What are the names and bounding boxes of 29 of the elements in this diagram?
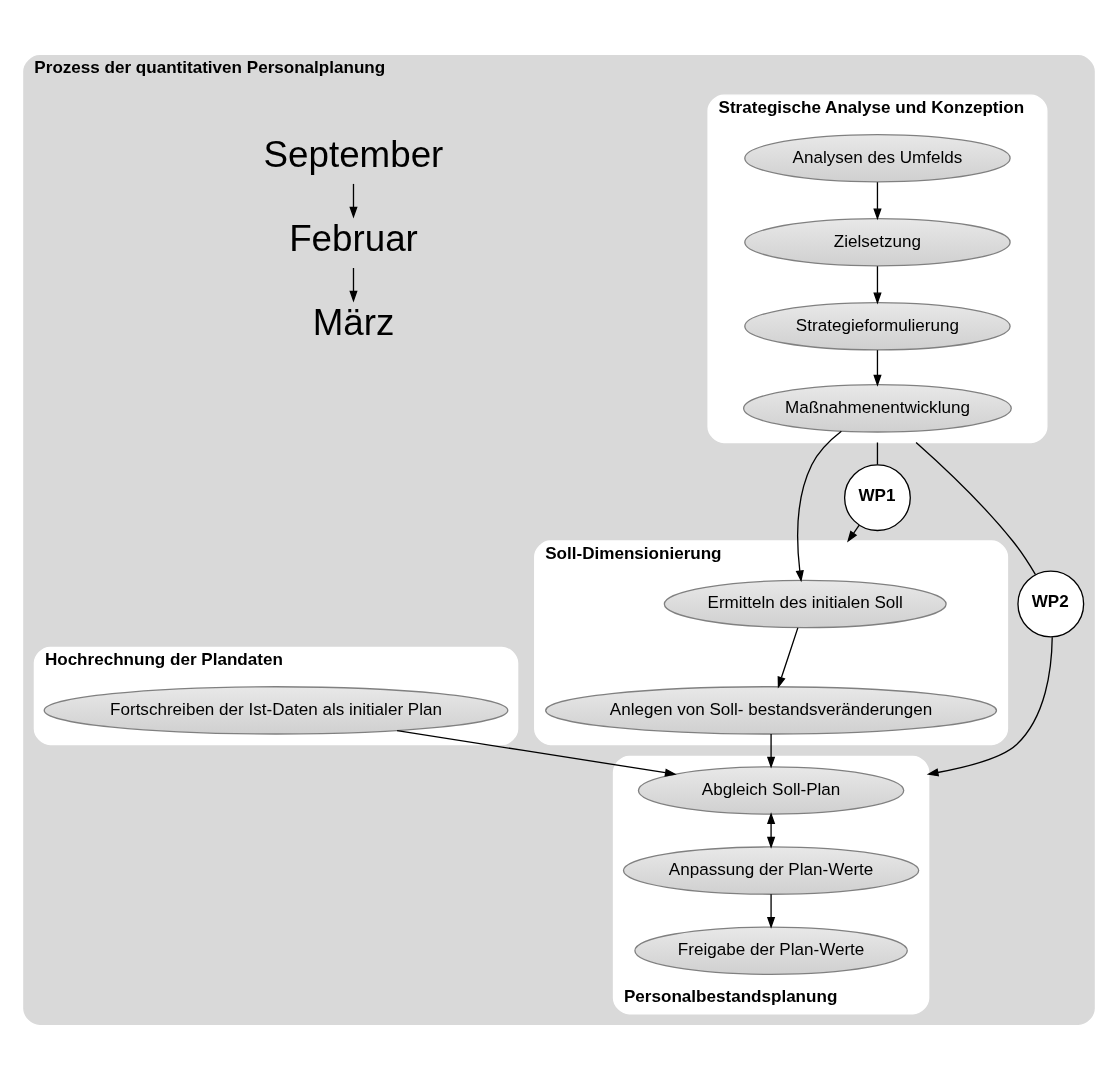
connector	[876, 441, 879, 465]
node-ellipse: Anlegen von Soll- bestandsveränderungen	[545, 685, 998, 735]
arrow	[396, 729, 677, 777]
node-ellipse: Zielsetzung	[744, 217, 1011, 267]
arrow	[873, 265, 882, 304]
arrow	[349, 266, 358, 303]
arrow	[847, 524, 860, 543]
arrow	[873, 349, 882, 387]
node-ellipse: Maßnahmenentwicklung	[743, 383, 1012, 433]
node-ellipse: Analysen des Umfelds	[744, 133, 1011, 182]
node-text: Februar	[289, 217, 418, 259]
node-ellipse: Ermitteln des initialen Soll	[663, 579, 947, 628]
node-ellipse: Strategieformulierung	[744, 301, 1011, 351]
node-text: März	[312, 301, 395, 343]
arrow	[795, 430, 843, 582]
arrow	[349, 182, 358, 218]
node-ellipse: Fortschreiben der Ist-Daten als initialer Plan	[43, 685, 509, 735]
arrow	[777, 626, 799, 688]
connector	[915, 441, 1037, 575]
node-text: September	[263, 133, 444, 175]
arrow	[873, 181, 882, 220]
node-circle: WP2	[1017, 570, 1085, 637]
arrow	[926, 636, 1053, 776]
node-circle: WP1	[843, 463, 911, 531]
arrow	[766, 732, 776, 769]
node-ellipse: Freigabe der Plan-Werte	[634, 925, 908, 975]
node-ellipse: Anpassung der Plan-Werte	[622, 845, 920, 895]
arrow	[766, 893, 776, 929]
arrow	[766, 811, 776, 849]
